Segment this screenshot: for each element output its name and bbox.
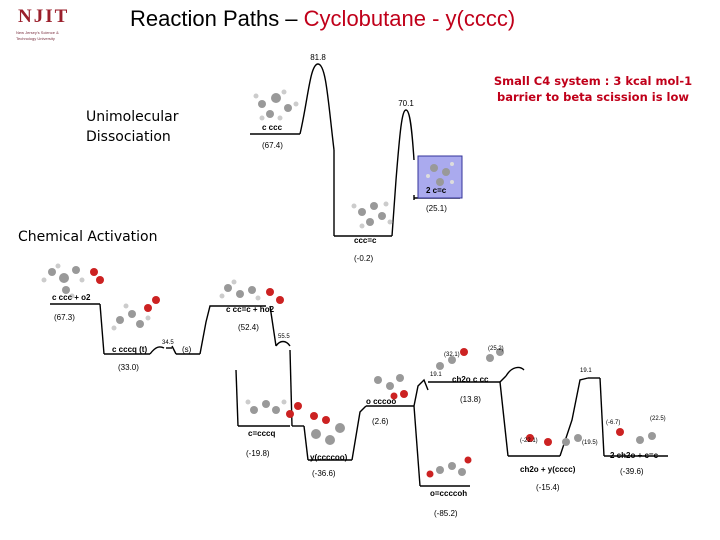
ts-small-b: (s) — [182, 345, 192, 354]
small-d: (-6.7) — [606, 420, 620, 426]
ts2-energy: 70.1 — [398, 99, 414, 108]
end-species: ccc=c — [354, 236, 377, 245]
title-prefix: Reaction Paths – — [130, 6, 304, 31]
product-highlight-box — [417, 155, 463, 199]
start-species: c ccc — [262, 123, 283, 132]
q1-species: c=cccq — [248, 429, 275, 438]
ts-small-a: 34.5 — [162, 340, 174, 346]
ch2o-a-species: ch2o c cc — [452, 375, 489, 384]
small-b: (19.5) — [582, 440, 598, 446]
reactant-species: c ccc + o2 — [52, 293, 91, 302]
ts-19: 19.1 — [430, 372, 442, 378]
molecule-icons-lower — [41, 263, 656, 478]
ts-left-b: (25.2) — [488, 346, 504, 352]
final-energy: (-39.6) — [620, 467, 644, 476]
note-line2: barrier to beta scission is low — [496, 90, 690, 104]
lower-path-lines — [50, 303, 668, 487]
label-chemical-activation: Chemical Activation — [18, 229, 158, 245]
ts-left-a: (32.1) — [444, 352, 460, 358]
molecule-icons-upper — [253, 89, 454, 229]
start-energy: (67.4) — [262, 141, 283, 150]
ccccoh-species: o=ccccoh — [430, 489, 467, 498]
q2-energy: (-36.6) — [312, 469, 336, 478]
note-line1: Small C4 system : 3 kcal mol-1 — [493, 74, 693, 88]
ho2-energy: (52.4) — [238, 323, 259, 332]
ts1-energy: 81.8 — [310, 53, 326, 62]
logo-tagline-2: Technology University — [16, 36, 55, 41]
ccccoh-energy: (-85.2) — [434, 509, 458, 518]
y-cccc-energy: (-15.4) — [536, 483, 560, 492]
q2-species: y(ccccoo) — [310, 453, 348, 462]
o-cccoo-energy: (2.6) — [372, 417, 389, 426]
q1-energy: (-19.8) — [246, 449, 270, 458]
ho2-species: c cc=c + ho2 — [226, 305, 275, 314]
product-species: 2 c=c — [426, 186, 447, 195]
adduct-species: c cccq (t) — [112, 345, 147, 354]
logo-tagline-1: New Jersey's Science & — [16, 30, 59, 35]
title-ycccc: y(cccc) — [445, 6, 516, 31]
o-cccoo-species: o cccoo — [366, 397, 396, 406]
final-species: 2 ch2o + c=c — [610, 451, 659, 460]
reactant-energy: (67.3) — [54, 313, 75, 322]
label-unimolecular-line2: Dissociation — [86, 129, 171, 145]
ch2o-a-energy: (13.8) — [460, 395, 481, 404]
adduct-energy: (33.0) — [118, 363, 139, 372]
y-cccc-species: ch2o + y(cccc) — [520, 465, 576, 474]
ts-19b: 19.1 — [580, 368, 592, 374]
product-energy: (25.1) — [426, 204, 447, 213]
label-unimolecular-line1: Unimolecular — [86, 109, 179, 125]
barrier-note: Small C4 system : 3 kcal mol-1 barrier t… — [488, 73, 698, 105]
title-cyclobutane: Cyclobutane - — [303, 6, 446, 31]
ts-top: 55.5 — [278, 334, 290, 340]
end-energy: (-0.2) — [354, 254, 373, 263]
label-unimolecular: Unimolecular Dissociation — [86, 107, 179, 147]
logo-wordmark: NJIT — [18, 6, 70, 27]
small-c: (22.5) — [650, 416, 666, 422]
small-a: (-22.1) — [520, 438, 538, 444]
page-title: Reaction Paths – Cyclobutane - y(cccc) — [130, 6, 720, 40]
njit-logo: NJIT New Jersey's Science & Technology U… — [8, 6, 100, 46]
